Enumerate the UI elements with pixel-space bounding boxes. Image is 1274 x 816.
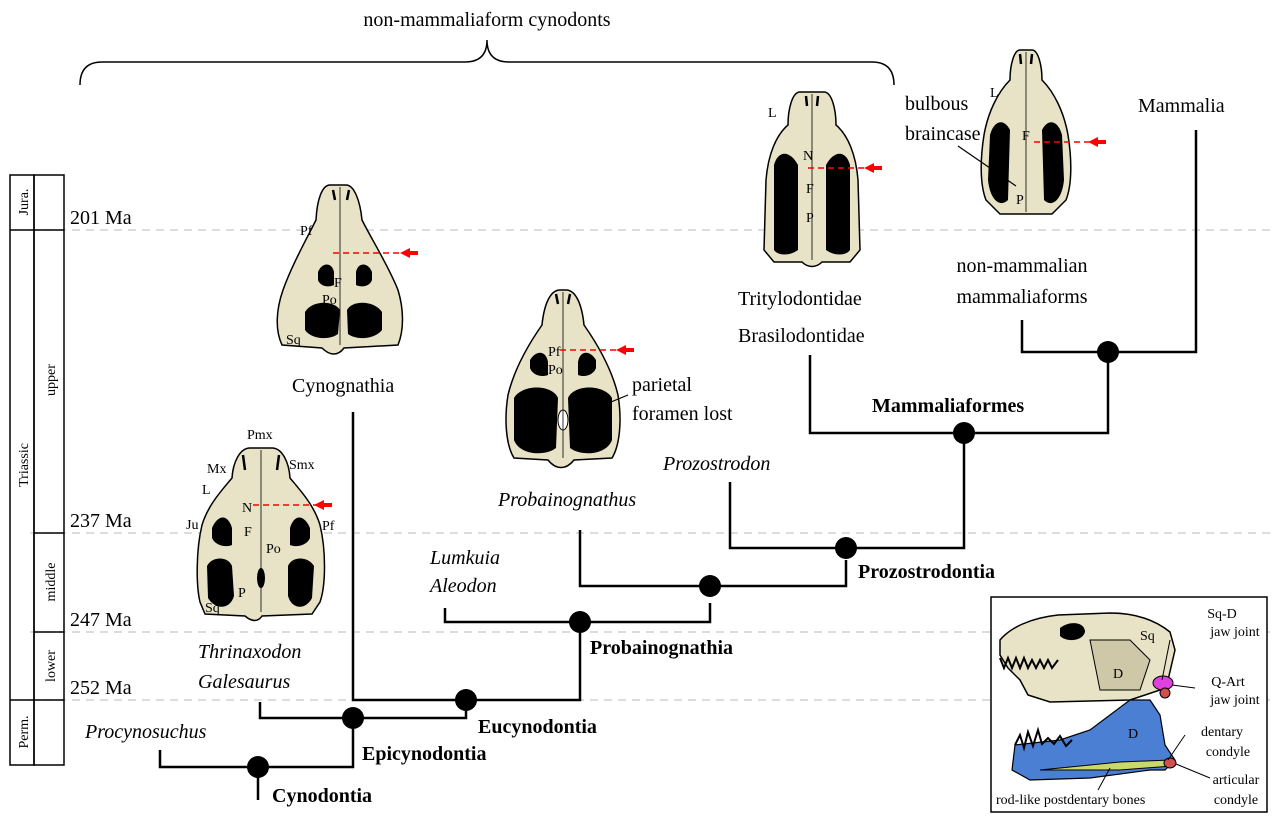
age-237: 237 Ma xyxy=(70,510,132,532)
clade-prozostrodontia: Prozostrodontia xyxy=(858,561,995,583)
bone-ju: Ju xyxy=(186,518,198,533)
annotation-parietal-line2: foramen lost xyxy=(632,403,733,425)
inset-d-upper: D xyxy=(1113,667,1123,682)
bone-po: Po xyxy=(266,542,281,557)
clade-cynodontia: Cynodontia xyxy=(272,785,372,807)
skull-cynognathia: Pf F Po Sq xyxy=(277,185,418,354)
node-mammaliaformes xyxy=(953,422,975,444)
taxon-galesaurus: Galesaurus xyxy=(198,671,290,693)
inset-articular-line2: condyle xyxy=(1214,793,1258,808)
bone-sq-2: Sq xyxy=(286,333,301,348)
epoch-middle: middle xyxy=(44,563,59,602)
inset-sqd-line2: jaw joint xyxy=(1209,625,1259,640)
bone-mx: Mx xyxy=(207,462,226,477)
skull-thrinaxodon: Pmx Smx Mx L N Pf Ju F Po P Sq xyxy=(186,428,335,621)
age-247: 247 Ma xyxy=(70,609,132,631)
bone-p: P xyxy=(238,586,246,601)
annotation-braincase-line1: bulbous xyxy=(905,93,969,115)
top-label: non-mammaliaform cynodonts xyxy=(363,9,610,31)
inset-dentary-line2: condyle xyxy=(1206,745,1250,760)
taxon-aleodon: Aleodon xyxy=(428,575,497,597)
taxon-lumkuia: Lumkuia xyxy=(429,547,500,569)
taxon-nonmammalian-line1: non-mammalian xyxy=(956,255,1087,277)
bone-f-5: F xyxy=(1022,129,1030,144)
period-triassic: Triassic xyxy=(17,443,32,487)
bone-l: L xyxy=(202,483,211,498)
period-jurassic: Jura. xyxy=(17,189,32,216)
node-epicynodontia xyxy=(342,707,364,729)
bone-pmx: Pmx xyxy=(247,428,273,443)
taxon-prozostrodon: Prozostrodon xyxy=(662,453,770,475)
period-permian: Perm. xyxy=(17,715,32,748)
bone-sq: Sq xyxy=(205,601,220,616)
epoch-upper: upper xyxy=(44,364,59,396)
skull-probainognathus: Pf Po xyxy=(506,290,634,468)
node-prozostrodontia xyxy=(835,537,857,559)
age-201: 201 Ma xyxy=(70,207,132,229)
bone-po-2: Po xyxy=(322,293,337,308)
bone-f-2: F xyxy=(334,276,342,291)
inset-qart-line2: jaw joint xyxy=(1209,693,1259,708)
bone-p-5: P xyxy=(1016,193,1024,208)
annotation-braincase-line2: braincase xyxy=(905,123,981,145)
node-eucynodontia xyxy=(455,689,477,711)
inset-d-lower: D xyxy=(1128,727,1138,742)
bone-l-4: L xyxy=(768,106,777,121)
clade-mammaliaformes: Mammaliaformes xyxy=(872,395,1024,417)
top-brace xyxy=(80,40,894,85)
bone-p-4: P xyxy=(806,211,814,226)
taxon-brasilodontidae: Brasilodontidae xyxy=(738,325,865,347)
bone-f-4: F xyxy=(806,182,814,197)
taxon-procynosuchus: Procynosuchus xyxy=(84,721,207,743)
inset-rod-label: rod-like postdentary bones xyxy=(996,793,1145,808)
clade-probainognathia: Probainognathia xyxy=(590,637,733,659)
bone-n: N xyxy=(242,501,252,516)
taxon-mammalia: Mammalia xyxy=(1138,95,1225,117)
bone-l-5: L xyxy=(990,86,999,101)
skull-tritylodontidae: L N F P xyxy=(764,92,882,267)
taxon-cynognathia: Cynognathia xyxy=(292,375,394,397)
node-probainognathia-inner xyxy=(699,575,721,597)
bone-pf-3: Pf xyxy=(548,345,561,360)
bone-smx: Smx xyxy=(289,458,315,473)
node-probainognathia xyxy=(569,611,591,633)
bone-pf: Pf xyxy=(322,519,335,534)
node-cynodontia xyxy=(247,756,269,778)
taxon-probainognathus: Probainognathus xyxy=(497,489,636,511)
age-252: 252 Ma xyxy=(70,677,132,699)
annotation-parietal-line1: parietal xyxy=(632,374,692,396)
bone-f: F xyxy=(244,525,252,540)
node-mammaliaforms-inner xyxy=(1097,341,1119,363)
taxon-thrinaxodon: Thrinaxodon xyxy=(198,641,301,663)
clade-eucynodontia: Eucynodontia xyxy=(478,716,597,738)
bone-pf-2: Pf xyxy=(300,224,313,239)
taxon-nonmammalian-line2: mammaliaforms xyxy=(956,286,1087,308)
clade-epicynodontia: Epicynodontia xyxy=(362,743,486,765)
inset-qart-line1: Q-Art xyxy=(1211,675,1245,690)
bone-po-3: Po xyxy=(548,363,563,378)
epoch-lower: lower xyxy=(44,650,59,682)
inset-sqd-line1: Sq-D xyxy=(1207,607,1237,622)
taxon-tritylodontidae: Tritylodontidae xyxy=(738,288,862,310)
bone-n-4: N xyxy=(803,149,813,164)
inset-sq: Sq xyxy=(1140,629,1155,644)
inset-jaw-panel: Sq D D Sq-D jaw joint Q-Art jaw joint de… xyxy=(991,597,1267,812)
inset-dentary-line1: dentary xyxy=(1201,725,1243,740)
inset-articular-line1: articular xyxy=(1213,773,1260,788)
